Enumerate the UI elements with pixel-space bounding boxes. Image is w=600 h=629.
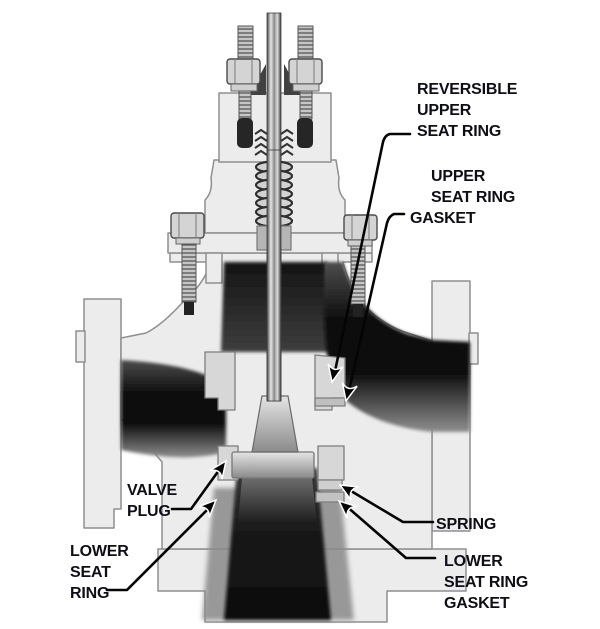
washer: [230, 83, 258, 92]
seat-retainer-right: [317, 445, 345, 481]
valve-stem-lower: [266, 149, 282, 402]
left-flow-passage: [121, 360, 226, 458]
leader-lower-seat-ring-gasket: [343, 503, 437, 560]
label-line: PLUG: [127, 503, 171, 520]
washer: [292, 83, 320, 92]
label-line: RING: [70, 585, 110, 602]
label-line: LOWER: [444, 553, 503, 570]
label-line: SEAT RING: [431, 189, 516, 206]
plug-seat-band: [231, 451, 315, 479]
label-spring: SPRING: [436, 514, 496, 535]
stud-socket: [237, 118, 253, 148]
label-line: GASKET: [444, 595, 510, 612]
packing-flange-studs: [226, 25, 323, 148]
left-cage-wall: [204, 351, 236, 411]
leader-valve-plug: [170, 464, 224, 511]
arrowhead: [341, 382, 358, 403]
stud-thread: [181, 243, 197, 303]
right-flange-tab: [468, 332, 479, 365]
arrowheads: [198, 363, 359, 519]
bonnet-bolting: [170, 212, 378, 317]
label-line: SEAT RING: [417, 123, 502, 140]
washer: [347, 239, 373, 247]
leader-lines: [105, 132, 437, 592]
arrowhead: [209, 459, 228, 480]
packing-chevrons: [254, 128, 294, 156]
label-line: UPPER: [431, 168, 486, 185]
label-line: UPPER: [417, 102, 472, 119]
leader-spring: [344, 486, 435, 524]
label-line: GASKET: [410, 210, 476, 227]
arrowhead: [337, 499, 357, 519]
label-lower-seat-ring: LOWER SEAT RING: [70, 541, 129, 604]
arrowhead: [338, 484, 359, 501]
hex-nut: [343, 214, 378, 241]
stud-thread: [350, 245, 366, 305]
label-upper-seat-ring-gasket: UPPER SEAT RING GASKET: [410, 166, 515, 229]
packing-and-spring: [254, 128, 294, 402]
stud-thread: [299, 90, 313, 120]
label-line: SEAT: [70, 564, 111, 581]
stud-thread: [297, 25, 314, 60]
nut-facets: [178, 213, 370, 240]
leader-upper-seat-ring-gasket: [346, 212, 406, 397]
washer: [175, 237, 201, 245]
stud-thread: [238, 90, 252, 120]
label-line: REVERSIBLE: [417, 81, 518, 98]
arrowhead: [327, 363, 344, 384]
label-line: VALVE: [127, 482, 177, 499]
label-line: SPRING: [436, 516, 497, 533]
stud-tip: [353, 304, 363, 317]
lower-seat-ring-gasket-part: [315, 491, 345, 503]
valve-plug-part: [231, 395, 317, 522]
left-flange: [83, 298, 122, 529]
arrowhead: [198, 498, 218, 518]
hex-nut: [288, 58, 323, 85]
label-valve-plug: VALVE PLUG: [127, 480, 177, 522]
label-line: LOWER: [70, 543, 129, 560]
hex-nut: [170, 212, 205, 239]
label-line: SEAT RING: [444, 574, 529, 591]
hex-nut: [226, 58, 261, 85]
leader-lower-seat-ring: [105, 503, 214, 592]
label-reversible-upper-seat-ring: REVERSIBLE UPPER SEAT RING: [417, 79, 517, 142]
stud-thread: [237, 25, 254, 60]
plug-skirt: [238, 478, 317, 522]
stud-socket: [297, 118, 313, 148]
leader-reversible-upper-seat-ring: [332, 132, 412, 378]
gland-block-left: [205, 252, 223, 284]
seat-spring-part: [317, 479, 343, 491]
left-flange-tab: [75, 330, 86, 363]
nut-facets: [234, 59, 315, 84]
stud-tip: [184, 302, 194, 315]
upper-seat-ring-gasket-part: [314, 397, 346, 407]
label-lower-seat-ring-gasket: LOWER SEAT RING GASKET: [444, 551, 528, 614]
